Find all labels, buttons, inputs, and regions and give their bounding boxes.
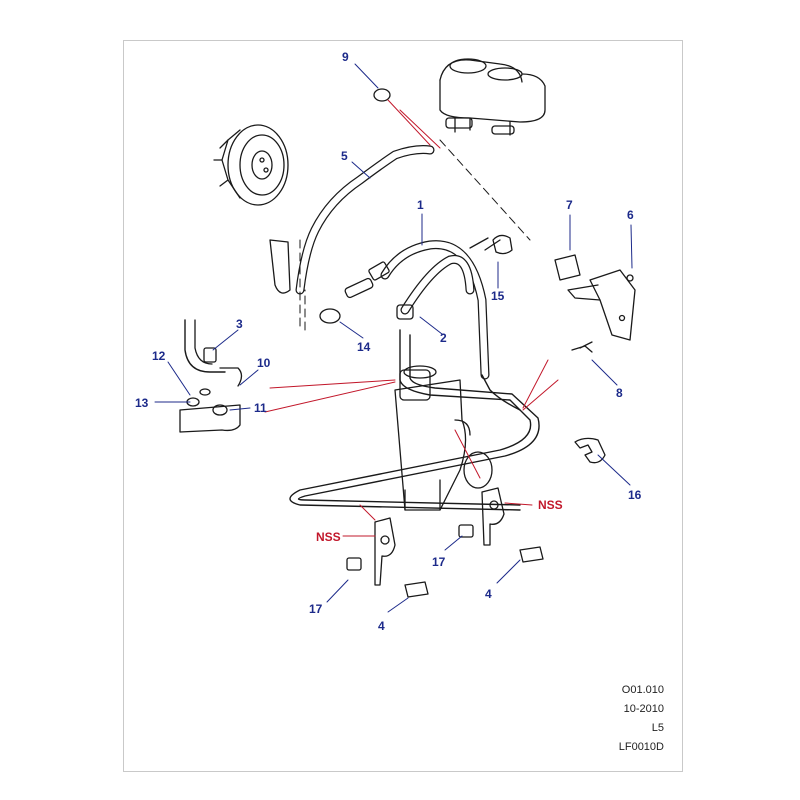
callout-10: 10 xyxy=(257,356,271,370)
bracket-assembly xyxy=(554,254,636,341)
callout-leaders xyxy=(154,63,633,613)
callout-12: 12 xyxy=(152,349,166,363)
callout-5: 5 xyxy=(341,149,348,163)
callout-13: 13 xyxy=(135,396,149,410)
callout-4-left: 4 xyxy=(378,619,385,633)
callout-16: 16 xyxy=(628,488,642,502)
callout-17-left: 17 xyxy=(309,602,323,616)
fluid-reservoir xyxy=(439,58,546,136)
callout-15: 15 xyxy=(491,289,505,303)
callout-7: 7 xyxy=(566,198,573,212)
reference-code: O01.010 xyxy=(621,684,664,696)
callout-2: 2 xyxy=(440,331,447,345)
reference-level: L5 xyxy=(651,722,664,734)
callout-6: 6 xyxy=(627,208,634,222)
pump-pulley xyxy=(213,124,291,294)
callout-1: 1 xyxy=(417,198,424,212)
callout-labels: 9 5 1 7 6 15 3 2 14 12 10 13 11 8 16 NSS… xyxy=(135,50,642,633)
callout-nss-left: NSS xyxy=(316,530,341,544)
callout-11: 11 xyxy=(254,401,267,415)
callout-14: 14 xyxy=(357,340,371,354)
nss-leader-lines xyxy=(264,99,559,537)
callout-nss-right: NSS xyxy=(538,498,563,512)
callout-4-right: 4 xyxy=(485,587,492,601)
callout-17-right: 17 xyxy=(432,555,446,569)
reference-figure-id: LF0010D xyxy=(618,741,664,753)
callout-9: 9 xyxy=(342,50,349,64)
steering-box xyxy=(394,365,493,511)
reference-date: 10-2010 xyxy=(623,703,664,715)
callout-3: 3 xyxy=(236,317,243,331)
callout-8: 8 xyxy=(616,386,623,400)
